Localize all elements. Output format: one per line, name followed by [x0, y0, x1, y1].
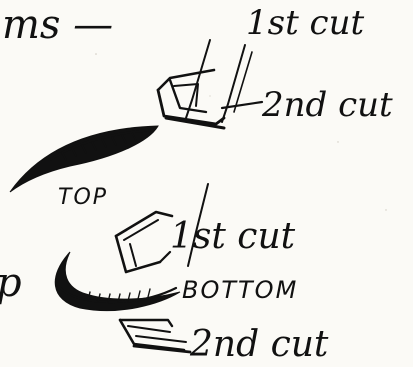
top-label: TOP [58, 185, 108, 210]
fragment-top-left-text: ms — [2, 2, 113, 48]
bottom-first-cut-label: 1st cut [170, 216, 296, 257]
top-crescent-drawing [10, 126, 158, 192]
top-second-cut-label: 2nd cut [261, 85, 393, 125]
fragment-mid-left-text: p [0, 260, 22, 306]
bottom-label: BOTTOM [182, 276, 298, 304]
top-quill-drawing [158, 40, 262, 128]
top-first-cut-label: 1st cut [246, 3, 364, 43]
bottom-second-cut-label: 2nd cut [189, 324, 329, 365]
bottom-second-cut-drawing [120, 320, 190, 352]
